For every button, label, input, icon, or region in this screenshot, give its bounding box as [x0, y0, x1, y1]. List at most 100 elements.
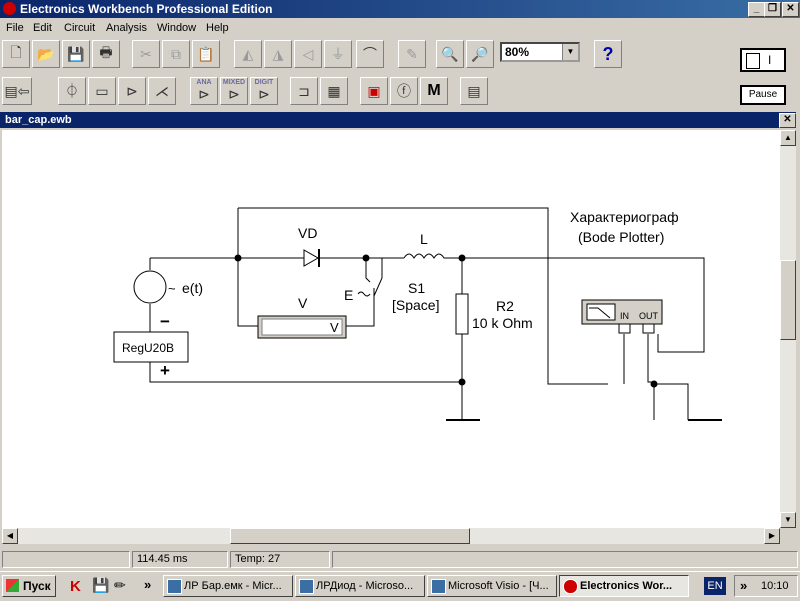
diode-vd[interactable]: [303, 249, 320, 267]
document-close-button[interactable]: ✕: [779, 113, 796, 128]
zoom-out-icon[interactable]: 🔍: [436, 40, 464, 68]
analog-ics-bin-icon[interactable]: ANA⊳: [190, 77, 218, 105]
task-ewb[interactable]: Electronics Wor...: [559, 575, 689, 597]
task-word-2[interactable]: ЛРДиод - Microso...: [295, 575, 425, 597]
tool-quicklaunch-icon[interactable]: ✏: [114, 577, 126, 593]
pause-button[interactable]: Pause: [740, 85, 786, 105]
status-extra: [332, 551, 798, 568]
save-icon[interactable]: 💾: [62, 40, 90, 68]
menu-file[interactable]: File: [6, 22, 24, 34]
circuit-canvas[interactable]: ~ e(t) − + RegU20B VD L E S1 [Space] V V…: [2, 130, 780, 528]
start-button[interactable]: Пуск: [2, 575, 56, 597]
basic-bin-icon[interactable]: ▭: [88, 77, 116, 105]
title-bar: Electronics Workbench Professional Editi…: [0, 0, 800, 18]
app-icon[interactable]: [3, 2, 16, 15]
menu-circuit[interactable]: Circuit: [64, 22, 96, 34]
bode-plotter[interactable]: [581, 299, 663, 334]
new-icon[interactable]: 🗋: [2, 40, 30, 68]
status-temp: Temp: 27: [230, 551, 330, 568]
scroll-up-icon[interactable]: ▲: [780, 130, 796, 146]
kaspersky-icon[interactable]: K: [70, 578, 81, 595]
parts-bin-toggle-icon[interactable]: ▤⇦: [2, 77, 32, 105]
document-title-bar: bar_cap.ewb ✕: [0, 112, 796, 128]
digital-bin-icon[interactable]: ▦: [320, 77, 348, 105]
minus-sign: −: [160, 312, 170, 331]
zoom-select[interactable]: 80%▼: [500, 42, 580, 62]
flip-vertical-icon[interactable]: ◮: [264, 40, 292, 68]
quicklaunch-more-icon[interactable]: »: [144, 577, 152, 592]
scroll-corner: [780, 528, 796, 544]
diodes-bin-icon[interactable]: ⊳: [118, 77, 146, 105]
open-icon[interactable]: 📂: [32, 40, 60, 68]
transistors-bin-icon[interactable]: ⋌: [148, 77, 176, 105]
digital-bin-label: DIGIT: [254, 79, 274, 86]
zoom-in-icon[interactable]: 🔎: [466, 40, 494, 68]
digital-ics-bin-icon[interactable]: DIGIT⊳: [250, 77, 278, 105]
sources-bin-icon[interactable]: ⏀: [58, 77, 86, 105]
scroll-left-icon[interactable]: ◀: [2, 528, 18, 544]
plotter-in-label: IN: [620, 311, 629, 321]
scroll-down-icon[interactable]: ▼: [780, 512, 796, 528]
junctions: [234, 254, 658, 388]
rotate-icon[interactable]: ◭: [234, 40, 262, 68]
inductor-l[interactable]: [403, 253, 448, 259]
misc-bin-icon[interactable]: M: [420, 77, 448, 105]
scroll-right-icon[interactable]: ▶: [764, 528, 780, 544]
task-word-1-label: ЛР Бар.емк - Micr...: [184, 580, 282, 592]
vertical-scrollbar[interactable]: ▲ ▼: [780, 130, 796, 528]
paste-icon[interactable]: 📋: [192, 40, 220, 68]
instruments-bin-icon[interactable]: ▤: [460, 77, 488, 105]
cut-icon[interactable]: ✂: [132, 40, 160, 68]
status-time: 114.45 ms: [132, 551, 228, 568]
voltmeter-inner-label: V: [330, 320, 339, 335]
switch-key-label: [Space]: [392, 297, 439, 313]
source-tilde: ~: [168, 281, 176, 296]
diode-label: VD: [298, 225, 317, 241]
ac-source[interactable]: [133, 270, 167, 304]
menu-edit[interactable]: Edit: [33, 22, 52, 34]
copy-icon[interactable]: ⧉: [162, 40, 190, 68]
tray-expand-icon[interactable]: »: [740, 578, 748, 593]
task-word-2-label: ЛРДиод - Microso...: [316, 580, 414, 592]
power-switch[interactable]: I: [740, 48, 786, 72]
reg-block[interactable]: [113, 331, 189, 363]
print-icon[interactable]: 🖶: [92, 40, 120, 68]
help-button[interactable]: ?: [594, 40, 622, 68]
task-word-1[interactable]: ЛР Бар.емк - Micr...: [163, 575, 293, 597]
document-title: bar_cap.ewb: [5, 114, 72, 126]
menu-window[interactable]: Window: [157, 22, 197, 34]
task-visio[interactable]: Microsoft Visio - [Ч...: [427, 575, 557, 597]
menu-help[interactable]: Help: [206, 22, 229, 34]
horizontal-scroll-thumb[interactable]: [230, 528, 470, 544]
menu-analysis[interactable]: Analysis: [106, 22, 147, 34]
flip-horizontal-icon[interactable]: ◁: [294, 40, 322, 68]
pause-label: Pause: [748, 89, 778, 100]
save-quicklaunch-icon[interactable]: 💾: [92, 577, 110, 593]
vertical-scroll-thumb[interactable]: [780, 260, 796, 340]
language-indicator[interactable]: EN: [704, 577, 726, 595]
digital-bin-glyph: ⊳: [258, 86, 270, 102]
logic-gates-bin-icon[interactable]: ⊐: [290, 77, 318, 105]
analog-bin-label: ANA: [196, 79, 212, 86]
minimize-button[interactable]: _: [748, 2, 765, 17]
create-subcircuit-icon[interactable]: ⌒: [356, 40, 384, 68]
switch-s1[interactable]: [357, 277, 383, 297]
voltmeter-label: V: [298, 295, 308, 311]
component-properties-icon[interactable]: ⏚: [324, 40, 352, 68]
clock: 10:10: [761, 580, 789, 592]
restore-button[interactable]: ❐: [764, 2, 781, 17]
close-button[interactable]: ✕: [782, 2, 799, 17]
task-ewb-label: Electronics Wor...: [580, 580, 673, 592]
switch-key: E: [344, 287, 353, 303]
chevron-down-icon[interactable]: ▼: [562, 44, 578, 60]
horizontal-scrollbar[interactable]: ◀ ▶: [2, 528, 780, 544]
mixed-ics-bin-icon[interactable]: MIXED⊳: [220, 77, 248, 105]
plus-sign: +: [160, 361, 170, 380]
ewb-icon: [563, 579, 578, 594]
voltmeter-display: [261, 318, 343, 336]
mixed-bin-glyph: ⊳: [228, 86, 240, 102]
resistor-r2[interactable]: [455, 293, 469, 335]
controls-bin-icon[interactable]: ⓕ: [390, 77, 418, 105]
probe-icon[interactable]: ✎: [398, 40, 426, 68]
indicators-bin-icon[interactable]: ▣: [360, 77, 388, 105]
